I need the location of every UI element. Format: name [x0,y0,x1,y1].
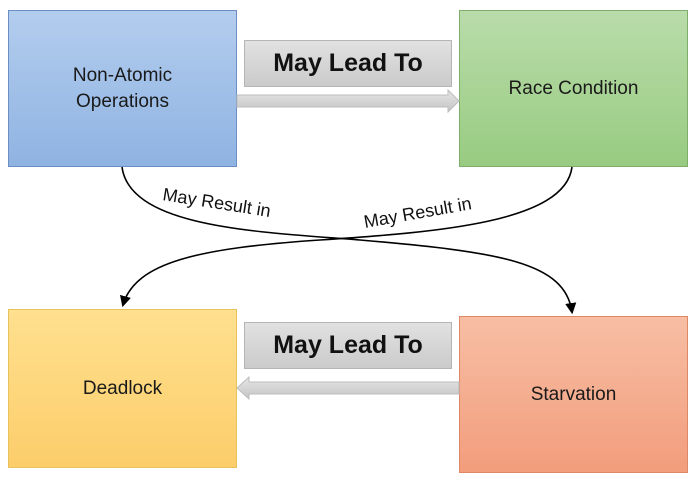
node-label: Starvation [530,383,617,405]
curve-race-to-deadlock [120,166,573,308]
edge-label-bottom: May Lead To [244,322,452,369]
curve-nonatomic-to-starvation [121,166,577,315]
block-arrow-left [236,375,460,401]
node-label: Deadlock [82,377,163,399]
node-label: Race Condition [508,77,639,99]
node-label: Non-Atomic Operations [72,64,173,112]
node-deadlock: Deadlock [8,309,237,468]
curve-label-right: May Result in [362,193,473,232]
node-starvation: Starvation [459,316,688,473]
block-arrow-right [236,88,460,114]
node-race-condition: Race Condition [459,10,688,167]
edge-label-top: May Lead To [244,40,452,87]
node-non-atomic-operations: Non-Atomic Operations [8,10,237,167]
